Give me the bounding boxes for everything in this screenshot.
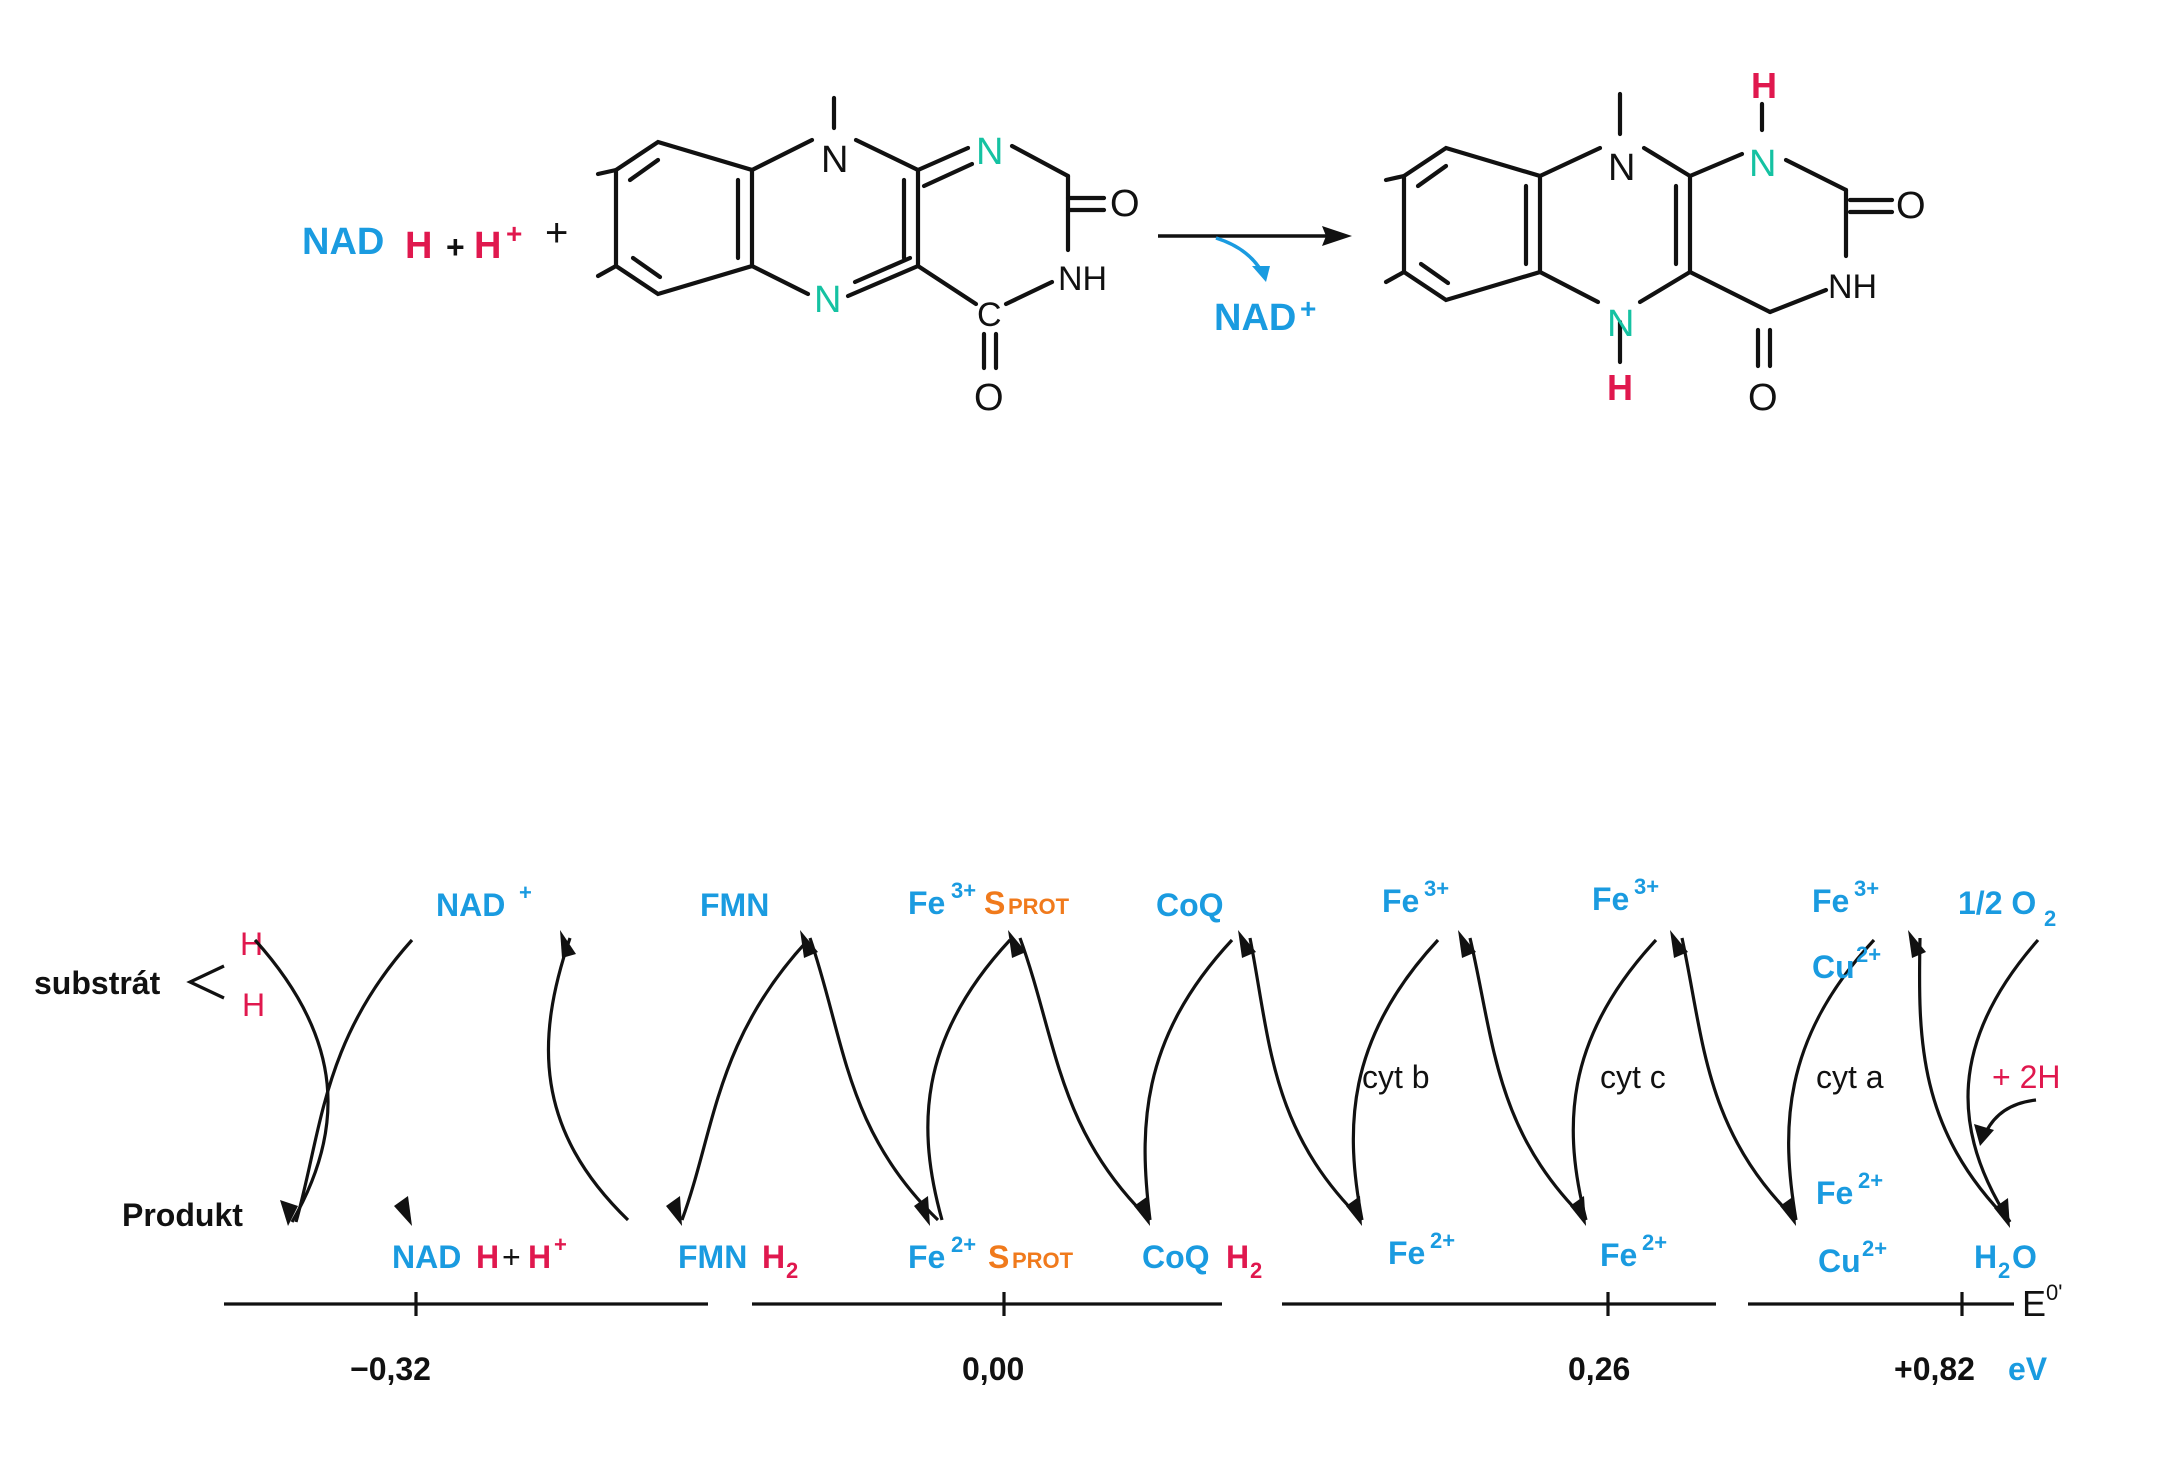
bottom-fmnh-subscript: 2 <box>786 1258 798 1283</box>
bottom-cyta-cu-charge: 2+ <box>1862 1236 1887 1261</box>
benzene-ring <box>1401 145 1543 303</box>
lhs-h: H <box>405 225 432 267</box>
red-n-ring-top: N <box>1749 143 1776 185</box>
redox-potential-axis: E 0' −0,32 0,00 0,26 +0,82 eV <box>224 1280 2062 1387</box>
top-cyta-charge: 3+ <box>1854 876 1879 901</box>
top-coq: CoQ <box>1156 887 1224 923</box>
oxidized-forms-row: NAD + FMN Fe 3+ S PROT CoQ Fe 3+ Fe 3+ F… <box>436 874 2056 985</box>
lhs-nad: NAD <box>302 221 384 263</box>
bottom-nadh-plus: + <box>502 1239 521 1275</box>
bottom-coqh-subscript: 2 <box>1250 1258 1262 1283</box>
top-fes-fe: Fe <box>908 885 945 921</box>
lhs-plus-1: + <box>446 229 465 265</box>
ox-c: C <box>977 296 1002 334</box>
bottom-fmnh-fmn: FMN <box>678 1239 747 1275</box>
cytochrome-labels: cyt b cyt c cyt a + 2H <box>1362 1059 2060 1095</box>
bottom-fes-fe: Fe <box>908 1239 945 1275</box>
red-n-ring-bottom: N <box>1607 303 1634 345</box>
red-nh: NH <box>1828 268 1877 306</box>
plus-2h-label: + 2H <box>1992 1059 2060 1095</box>
bottom-fes-s: S <box>988 1239 1009 1275</box>
bottom-h2o-h: H <box>1974 1239 1997 1275</box>
axis-unit: eV <box>2008 1351 2048 1387</box>
benzene-ring <box>613 139 755 297</box>
bottom-fes-prot: PROT <box>1012 1248 1074 1273</box>
respiratory-chain: substrát H H Produkt <box>34 874 2062 1387</box>
top-fes-s: S <box>984 885 1005 921</box>
lhs-hplus-charge: + <box>506 218 522 249</box>
bottom-cytb-charge: 2+ <box>1430 1228 1455 1253</box>
top-fes-charge: 3+ <box>951 878 976 903</box>
top-cytb-charge: 3+ <box>1424 876 1449 901</box>
red-o-bottom: O <box>1748 377 1778 419</box>
top-o2-subscript: 2 <box>2044 906 2056 931</box>
bottom-nadh-hplus-charge: + <box>554 1232 567 1257</box>
top-cytc-fe: Fe <box>1592 881 1629 917</box>
top-cytb-fe: Fe <box>1382 883 1419 919</box>
lhs-plus-2: + <box>545 211 568 255</box>
cyt-b-label: cyt b <box>1362 1059 1430 1095</box>
red-h-top: H <box>1751 65 1777 106</box>
red-h-bottom: H <box>1607 367 1633 408</box>
axis-tick-label: 0,00 <box>962 1351 1024 1387</box>
ox-o-bottom: O <box>974 377 1004 419</box>
reaction-arrow: NAD + <box>1158 226 1352 339</box>
axis-tick-label: 0,26 <box>1568 1351 1630 1387</box>
axis-symbol-superscript: 0' <box>2046 1280 2062 1305</box>
substrate-label: substrát <box>34 965 161 1001</box>
arrow-product-charge: + <box>1300 293 1316 324</box>
bottom-nadh-hplus: H <box>528 1239 551 1275</box>
red-o-right: O <box>1896 185 1926 227</box>
redox-arcs <box>253 930 2040 1228</box>
top-nad-charge: + <box>519 880 532 905</box>
bottom-h2o-o: O <box>2012 1239 2037 1275</box>
ox-n-ring-left: N <box>814 279 841 321</box>
substrate-h2: H <box>242 987 265 1023</box>
bottom-cyta-fe-charge: 2+ <box>1858 1168 1883 1193</box>
bottom-fes-charge: 2+ <box>951 1232 976 1257</box>
top-fes-prot: PROT <box>1008 894 1070 919</box>
lhs-hplus: H <box>474 225 501 267</box>
bottom-cytc-charge: 2+ <box>1642 1230 1667 1255</box>
axis-tick-label: +0,82 <box>1894 1351 1975 1387</box>
oxidized-flavin-structure: N N N O NH C O <box>595 95 1140 419</box>
bottom-cytc-fe: Fe <box>1600 1237 1637 1273</box>
cyt-a-label: cyt a <box>1816 1059 1884 1095</box>
arrow-product-nad: NAD <box>1214 297 1296 339</box>
axis-tick-label: −0,32 <box>350 1351 431 1387</box>
ox-n-top: N <box>821 139 848 181</box>
top-nad: NAD <box>436 887 505 923</box>
ox-nh: NH <box>1058 260 1107 298</box>
top-cyta-cu-charge: 2+ <box>1856 942 1881 967</box>
reaction-equation: NAD H + H + + <box>302 211 568 267</box>
reduced-flavin-structure: H N N N H O NH O <box>1383 65 1926 419</box>
product-label: Produkt <box>122 1197 243 1233</box>
cyt-c-label: cyt c <box>1600 1059 1666 1095</box>
bottom-coqh-h: H <box>1226 1239 1249 1275</box>
top-o2: 1/2 O <box>1958 885 2036 921</box>
bottom-fmnh-h: H <box>762 1239 785 1275</box>
bottom-nadh-nad: NAD <box>392 1239 461 1275</box>
top-fmn: FMN <box>700 887 769 923</box>
ox-n-ring-top: N <box>976 131 1003 173</box>
axis-symbol: E <box>2022 1283 2046 1324</box>
bottom-cytb-fe: Fe <box>1388 1235 1425 1271</box>
red-n-top: N <box>1608 147 1635 189</box>
substrate-bracket <box>186 964 225 1000</box>
top-cyta-cu: Cu <box>1812 949 1855 985</box>
bottom-nadh-h: H <box>476 1239 499 1275</box>
reduced-forms-row: NAD H + H + FMN H 2 Fe 2+ S PROT CoQ H 2… <box>392 1168 2037 1283</box>
top-cyta-fe: Fe <box>1812 883 1849 919</box>
bottom-cyta-cu: Cu <box>1818 1243 1861 1279</box>
substrate-h1: H <box>240 926 263 962</box>
bottom-h2o-subscript: 2 <box>1998 1258 2010 1283</box>
bottom-cyta-fe: Fe <box>1816 1175 1853 1211</box>
top-cytc-charge: 3+ <box>1634 874 1659 899</box>
bottom-coqh-coq: CoQ <box>1142 1239 1210 1275</box>
ox-o-right: O <box>1110 183 1140 225</box>
